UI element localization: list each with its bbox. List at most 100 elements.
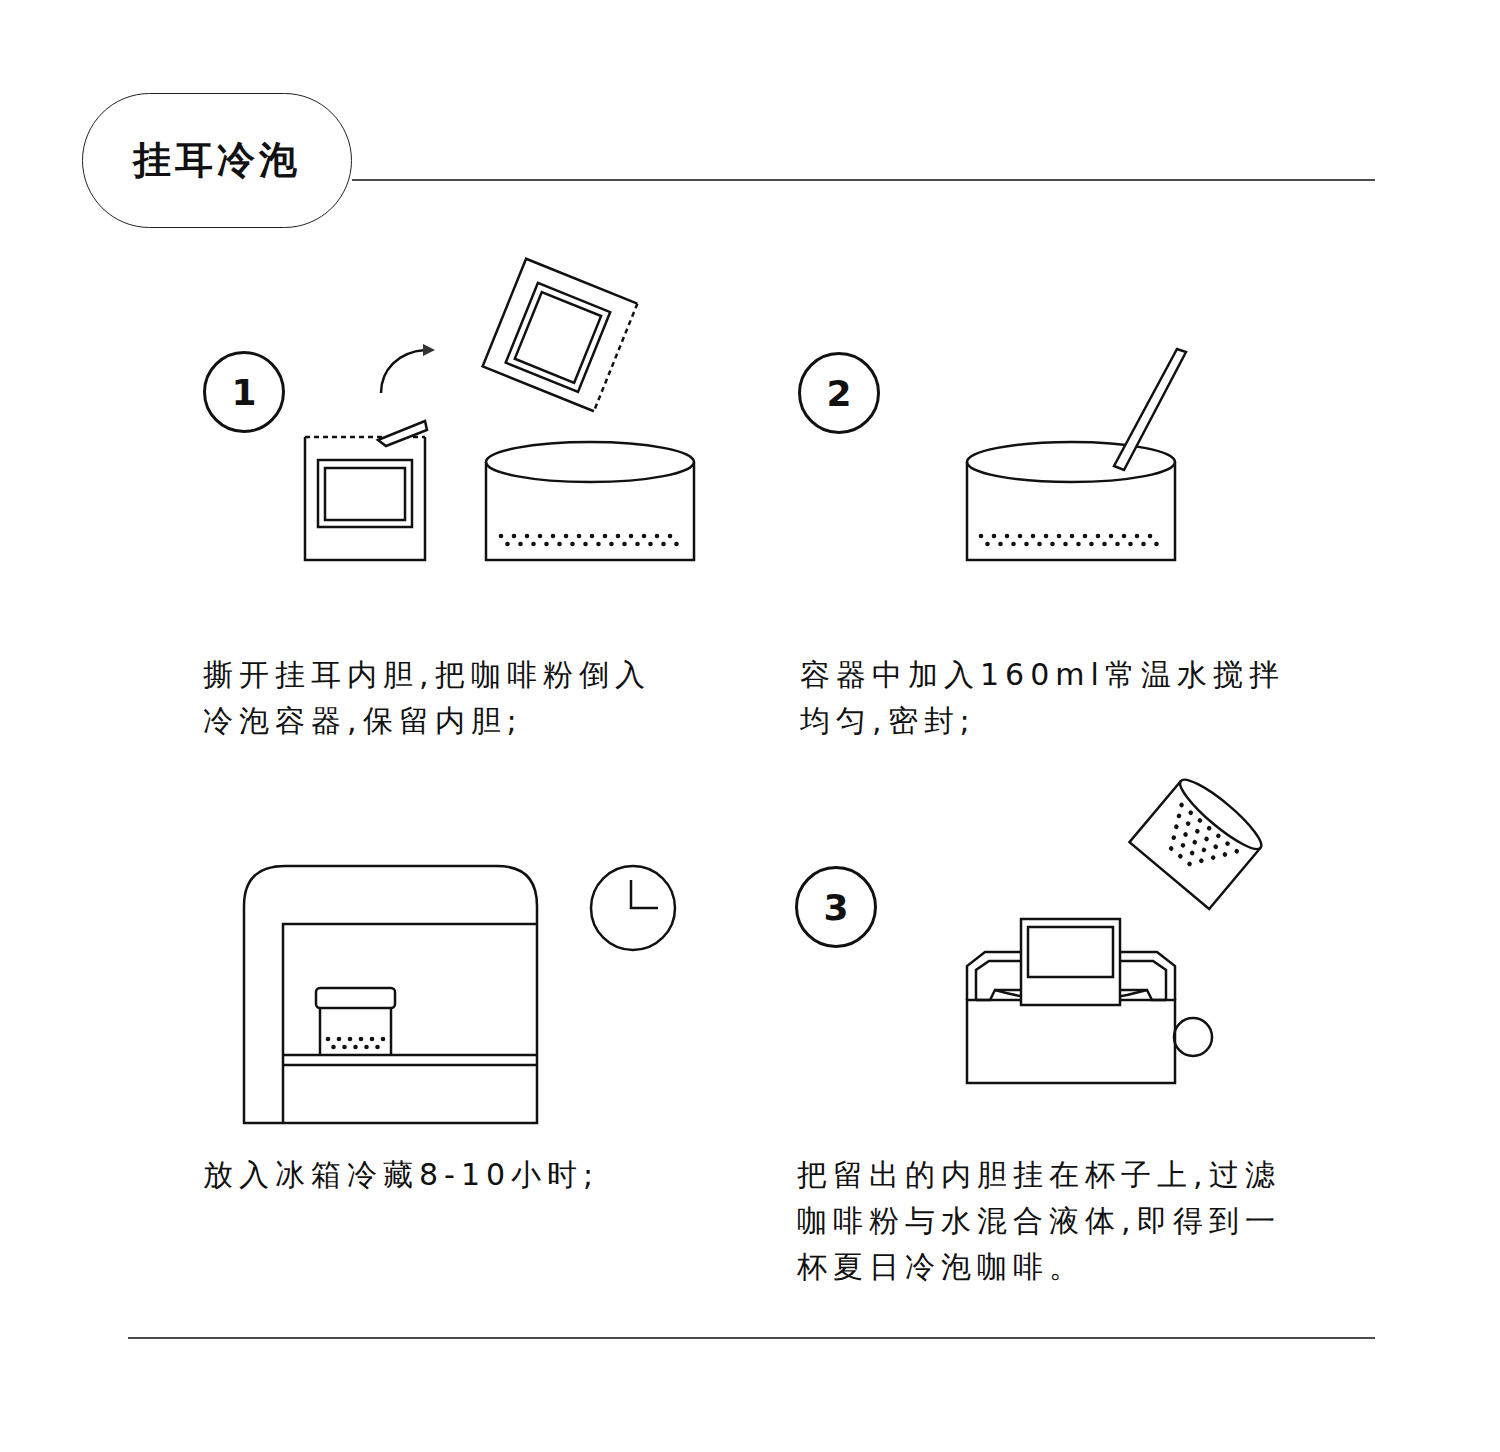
- step-number-text: 2: [826, 373, 851, 414]
- coffee-dot: [1096, 534, 1101, 539]
- coffee-dot: [1011, 542, 1016, 547]
- step-caption: 放入冰箱冷藏8-10小时;: [203, 1152, 763, 1198]
- coffee-dot: [1186, 861, 1192, 867]
- coffee-dot: [1115, 542, 1120, 547]
- coffee-dot: [1148, 534, 1153, 539]
- step-caption: 撕开挂耳内胆,把咖啡粉倒入冷泡容器,保留内胆;: [203, 652, 668, 744]
- coffee-dot: [353, 1045, 358, 1050]
- stir-container: [967, 349, 1186, 560]
- coffee-dot: [342, 1045, 347, 1050]
- coffee-dot: [1178, 802, 1184, 808]
- step-caption: 容器中加入160ml常温水搅拌均匀,密封;: [800, 652, 1300, 744]
- step-caption: 把留出的内胆挂在杯子上,过滤咖啡粉与水混合液体,即得到一杯夏日冷泡咖啡。: [797, 1152, 1297, 1290]
- coffee-dot: [668, 534, 673, 539]
- coffee-dot: [642, 534, 647, 539]
- coffee-dot: [1203, 836, 1209, 842]
- coffee-dot: [629, 534, 634, 539]
- step-number-text: 1: [231, 372, 256, 413]
- coffee-dot: [1109, 534, 1114, 539]
- title-pill: 挂耳冷泡: [82, 93, 352, 228]
- fridge: [244, 866, 537, 1123]
- coffee-dot: [1057, 534, 1062, 539]
- turn-arrow: [381, 344, 435, 393]
- coffee-dot: [337, 1037, 342, 1042]
- coffee-dot: [979, 534, 984, 539]
- coffee-dot: [1201, 847, 1207, 853]
- coffee-dot: [512, 534, 517, 539]
- footer-rule: [128, 1337, 1375, 1339]
- coffee-dot: [1171, 834, 1177, 840]
- coffee-dot: [364, 1045, 369, 1050]
- open-sachet: [483, 259, 638, 412]
- coffee-dot: [577, 534, 582, 539]
- drip-bag: [305, 421, 427, 560]
- coffee-dot: [1215, 833, 1221, 839]
- coffee-dot: [1076, 542, 1081, 547]
- coffee-dot: [1024, 542, 1029, 547]
- coffee-dot: [375, 1045, 380, 1050]
- coffee-dot: [326, 1037, 331, 1042]
- coffee-dot: [557, 542, 562, 547]
- coffee-dot: [1173, 824, 1179, 830]
- coffee-dot: [359, 1037, 364, 1042]
- coffee-dot: [348, 1037, 353, 1042]
- coffee-dot: [370, 1037, 375, 1042]
- cold-brew-container: [486, 442, 694, 560]
- step-number: 1: [203, 351, 285, 433]
- coffee-dot: [570, 542, 575, 547]
- coffee-dot: [1182, 831, 1188, 837]
- coffee-dot: [1185, 820, 1191, 826]
- coffee-dot: [655, 534, 660, 539]
- coffee-dot: [1177, 853, 1183, 859]
- coffee-dot: [1005, 534, 1010, 539]
- coffee-dot: [381, 1037, 386, 1042]
- coffee-dot: [1189, 850, 1195, 856]
- coffee-dot: [616, 534, 621, 539]
- coffee-dot: [544, 542, 549, 547]
- coffee-dot: [1122, 534, 1127, 539]
- coffee-dot: [583, 542, 588, 547]
- coffee-dot: [1018, 534, 1023, 539]
- coffee-dot: [1083, 534, 1088, 539]
- coffee-dot: [603, 534, 608, 539]
- coffee-dot: [1222, 851, 1228, 857]
- coffee-dot: [1197, 817, 1203, 823]
- coffee-dot: [1192, 839, 1198, 845]
- coffee-dot: [1089, 542, 1094, 547]
- coffee-dot: [538, 534, 543, 539]
- cup-with-filter: [967, 919, 1212, 1083]
- coffee-dot: [1188, 809, 1194, 815]
- coffee-dot: [1141, 542, 1146, 547]
- coffee-dot: [1102, 542, 1107, 547]
- coffee-dot: [1031, 534, 1036, 539]
- coffee-dot: [1180, 842, 1186, 848]
- coffee-dot: [1037, 542, 1042, 547]
- clock: [591, 866, 675, 950]
- coffee-dot: [1194, 828, 1200, 834]
- coffee-dot: [596, 542, 601, 547]
- coffee-dot: [635, 542, 640, 547]
- coffee-dot: [622, 542, 627, 547]
- coffee-dot: [525, 534, 530, 539]
- step-number: 3: [795, 866, 877, 948]
- coffee-dot: [1128, 542, 1133, 547]
- coffee-dot: [1210, 854, 1216, 860]
- coffee-dot: [551, 534, 556, 539]
- coffee-dot: [531, 542, 536, 547]
- coffee-dot: [648, 542, 653, 547]
- header-rule: [352, 179, 1375, 181]
- step-number: 2: [798, 352, 880, 434]
- coffee-dot: [590, 534, 595, 539]
- pour-cup: [1129, 772, 1268, 909]
- coffee-dot: [985, 542, 990, 547]
- title-text: 挂耳冷泡: [133, 135, 301, 186]
- coffee-dot: [1135, 534, 1140, 539]
- step-number-text: 3: [823, 887, 848, 928]
- coffee-dot: [992, 534, 997, 539]
- coffee-dot: [1070, 534, 1075, 539]
- coffee-dot: [518, 542, 523, 547]
- coffee-dot: [661, 542, 666, 547]
- coffee-dot: [564, 534, 569, 539]
- coffee-dot: [1224, 840, 1230, 846]
